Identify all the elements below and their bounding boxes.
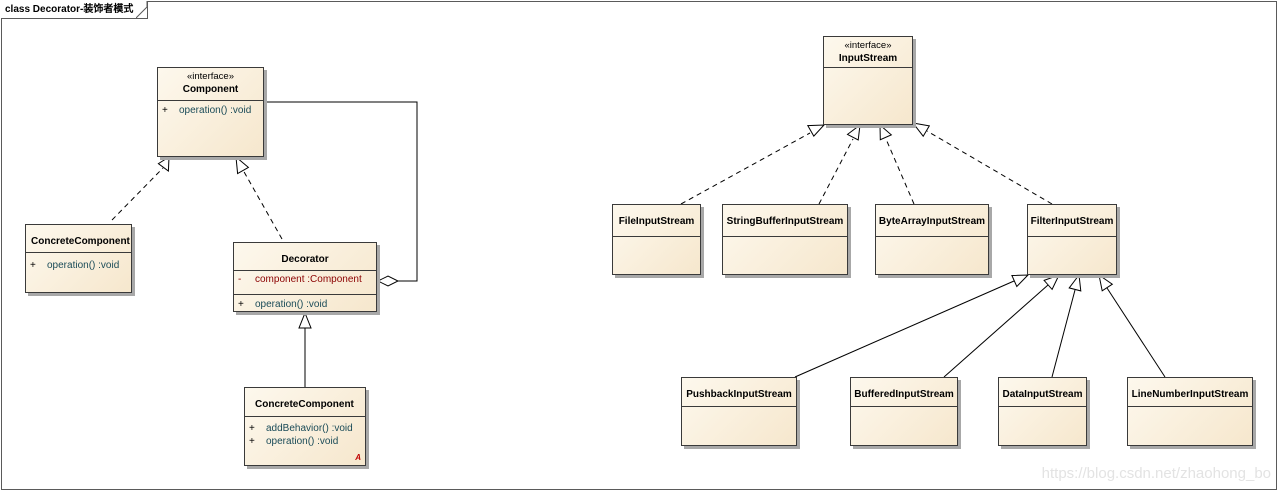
class-name: InputStream [838, 53, 898, 64]
generalization-pushback-input-stream [794, 274, 1030, 378]
class-data-input-stream[interactable]: DataInputStream [998, 377, 1087, 446]
operation-row: +addBehavior() :void [249, 423, 353, 434]
class-name: Component [182, 84, 239, 95]
operation-row: +operation() :void [238, 299, 328, 310]
realization-concrete-component-to-component [111, 156, 170, 221]
attribute-row: -component :Component [238, 274, 362, 285]
class-decorator[interactable]: Decorator -component :Component +operati… [233, 242, 377, 312]
compartment-divider [824, 67, 912, 68]
realization-file-input-stream [680, 124, 826, 205]
class-buffered-input-stream[interactable]: BufferedInputStream [850, 377, 958, 446]
operation-row: +operation() :void [249, 436, 339, 447]
class-name: BufferedInputStream [854, 389, 954, 400]
class-name: LineNumberInputStream [1131, 389, 1249, 400]
class-pushback-input-stream[interactable]: PushbackInputStream [681, 377, 797, 446]
compartment-divider [851, 406, 957, 407]
class-name: FilterInputStream [1030, 216, 1114, 227]
watermark-text: https://blog.csdn.net/zhaohong_bo [1041, 465, 1271, 482]
realization-decorator-to-component [235, 155, 283, 240]
abstract-flag: A [355, 453, 361, 462]
class-component[interactable]: «interface» Component +operation() :void [157, 67, 264, 157]
operation-row: +operation() :void [162, 105, 252, 116]
stereotype-label: «interface» [186, 71, 234, 82]
class-name: ByteArrayInputStream [878, 216, 986, 227]
class-name: FileInputStream [618, 216, 695, 227]
aggregation-decorator-component [264, 101, 418, 287]
compartment-divider [1128, 406, 1252, 407]
realization-string-buffer-input-stream [818, 123, 861, 205]
class-name: Decorator [281, 254, 329, 265]
class-file-input-stream[interactable]: FileInputStream [612, 204, 701, 275]
class-name: ConcreteComponent [255, 399, 354, 410]
operation-row: +operation() :void [30, 260, 120, 271]
compartment-divider [999, 406, 1086, 407]
compartment-divider [723, 236, 847, 237]
realization-byte-array-input-stream [879, 123, 915, 205]
class-name: ConcreteComponent [31, 236, 130, 247]
generalization-concrete-component-to-decorator [298, 311, 312, 387]
realization-filter-input-stream [911, 122, 1053, 205]
class-concrete-component-b[interactable]: ConcreteComponent +addBehavior() :void +… [244, 387, 366, 466]
class-byte-array-input-stream[interactable]: ByteArrayInputStream [875, 204, 989, 275]
generalization-buffered-input-stream [943, 274, 1060, 378]
generalization-data-input-stream [1051, 273, 1082, 378]
diagram-title: class Decorator-装饰者模式 [5, 4, 134, 15]
tab-corner-icon [136, 1, 148, 18]
compartment-divider [158, 100, 263, 101]
class-input-stream[interactable]: «interface» InputStream [823, 36, 913, 125]
class-filter-input-stream[interactable]: FilterInputStream [1027, 204, 1117, 275]
compartment-divider [1028, 236, 1116, 237]
class-name: PushbackInputStream [686, 389, 792, 400]
compartment-divider [26, 252, 131, 253]
compartment-divider [234, 294, 376, 295]
class-concrete-component-a[interactable]: ConcreteComponent +operation() :void [25, 224, 132, 293]
class-name: DataInputStream [1002, 389, 1083, 400]
stereotype-label: «interface» [844, 40, 892, 51]
compartment-divider [876, 236, 988, 237]
class-line-number-input-stream[interactable]: LineNumberInputStream [1127, 377, 1253, 446]
generalization-line-number-input-stream [1098, 273, 1166, 378]
compartment-divider [245, 416, 365, 417]
class-string-buffer-input-stream[interactable]: StringBufferInputStream [722, 204, 848, 275]
class-name: StringBufferInputStream [726, 216, 844, 227]
compartment-divider [682, 406, 796, 407]
compartment-divider [613, 236, 700, 237]
compartment-divider [234, 270, 376, 271]
diagram-title-tab: class Decorator-装饰者模式 [1, 1, 149, 19]
